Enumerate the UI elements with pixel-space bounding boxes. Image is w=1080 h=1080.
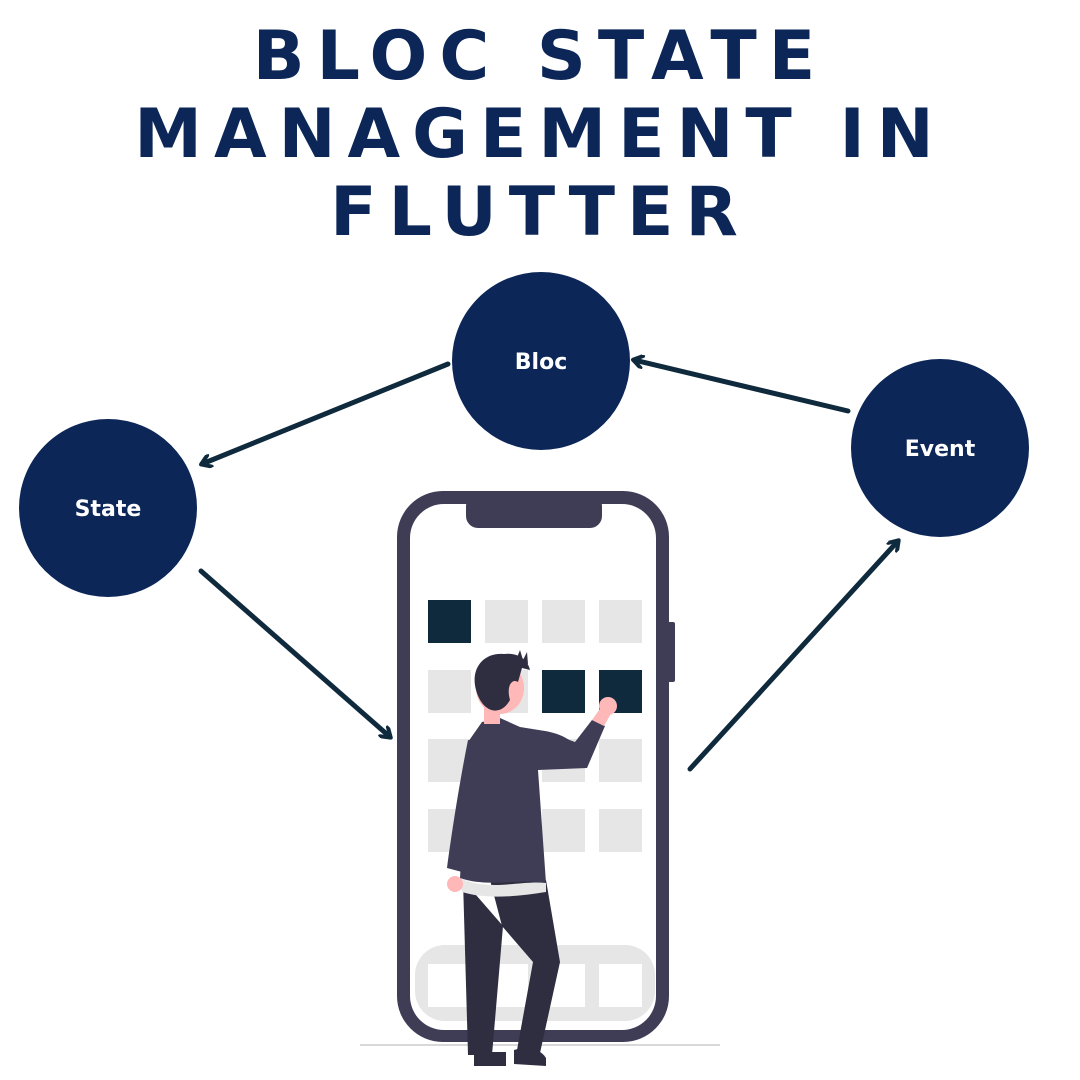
arrow-state-to-phone xyxy=(198,568,390,737)
grid-cell xyxy=(428,600,471,643)
node-bloc-label: Bloc xyxy=(515,350,567,375)
page-title: BLOC STATE MANAGEMENT IN FLUTTER xyxy=(0,18,1080,252)
grid-cell xyxy=(599,739,642,782)
person-waistband xyxy=(460,878,546,897)
title-line-2: MANAGEMENT IN xyxy=(134,95,946,174)
dock-cell xyxy=(599,964,642,1007)
person-left-arm xyxy=(447,740,482,872)
person-hair-tuft xyxy=(516,650,528,664)
grid-cell xyxy=(542,809,585,852)
person-left-leg xyxy=(463,880,503,1055)
node-state-label: State xyxy=(75,497,142,522)
person-figure xyxy=(447,650,617,1066)
person-hair xyxy=(474,653,530,711)
person-right-wrist xyxy=(592,703,613,726)
node-event-label: Event xyxy=(905,437,976,462)
phone-side-button xyxy=(666,622,675,682)
title-line-1: BLOC STATE xyxy=(252,17,828,96)
grid-cell xyxy=(599,809,642,852)
person-left-shoe xyxy=(474,1052,506,1066)
phone-notch xyxy=(466,494,602,528)
arrow-event-to-bloc xyxy=(634,360,851,414)
arrow-bloc-to-state xyxy=(202,361,451,464)
grid-cell xyxy=(485,600,528,643)
node-event: Event xyxy=(851,359,1029,537)
phone-illustration xyxy=(360,491,720,1066)
person-right-arm xyxy=(538,720,605,770)
person-right-leg xyxy=(490,880,560,1053)
arrow-phone-to-event xyxy=(687,541,898,772)
title-line-3: FLUTTER xyxy=(330,173,750,252)
grid-cell xyxy=(542,670,585,713)
grid-cell xyxy=(542,600,585,643)
node-state: State xyxy=(19,419,197,597)
grid-cell xyxy=(428,670,471,713)
person-right-shoe xyxy=(514,1048,546,1066)
dock-cell xyxy=(428,964,471,1007)
node-bloc: Bloc xyxy=(452,272,630,450)
grid-cell xyxy=(599,600,642,643)
person-left-hand xyxy=(447,876,463,892)
